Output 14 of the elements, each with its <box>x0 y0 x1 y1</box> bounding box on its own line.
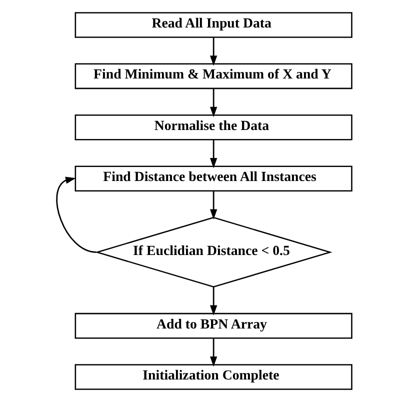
arrow <box>56 176 96 253</box>
arrow <box>209 338 217 367</box>
node-diamond: If Euclidian Distance < 0.5 <box>94 216 332 288</box>
arrow <box>209 140 217 168</box>
node-box: Initialization Complete <box>74 364 352 390</box>
arrow <box>209 191 217 220</box>
node-box: Find Distance between All Instances <box>74 166 352 192</box>
node-box: Add to BPN Array <box>74 312 352 339</box>
arrow <box>209 37 217 66</box>
arrow <box>209 286 217 316</box>
node-box: Read All Input Data <box>74 12 352 38</box>
node-box: Normalise the Data <box>74 114 352 140</box>
arrow <box>209 88 217 118</box>
node-box: Find Minimum & Maximum of X and Y <box>74 63 352 90</box>
